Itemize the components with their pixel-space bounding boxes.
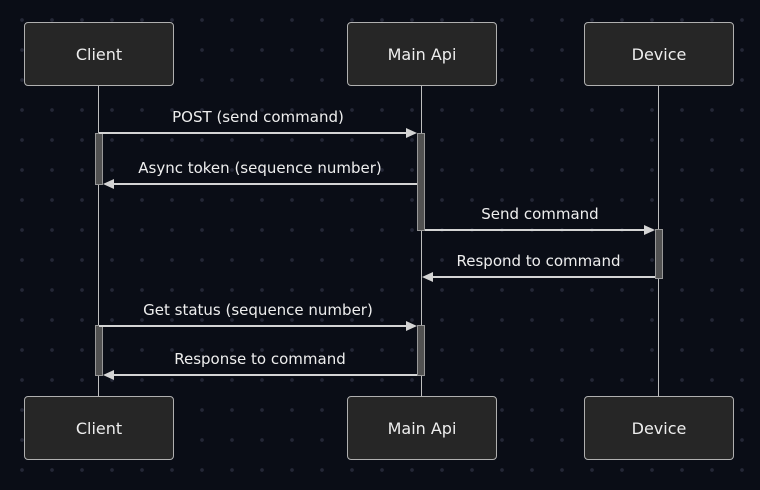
message-get-status: Get status (sequence number) bbox=[99, 299, 417, 331]
message-async-token: Async token (sequence number) bbox=[103, 157, 417, 189]
actor-label: Main Api bbox=[387, 44, 457, 64]
message-label: Response to command bbox=[174, 350, 346, 368]
actor-label: Client bbox=[75, 418, 123, 438]
message-respond-to-command: Respond to command bbox=[422, 250, 655, 282]
actor-box-device-bottom: Device bbox=[584, 396, 734, 460]
arrowhead-left-icon bbox=[422, 272, 433, 282]
message-label: Send command bbox=[481, 205, 599, 223]
activation-bar-main-api-1 bbox=[417, 133, 425, 231]
message-response-to-command: Response to command bbox=[103, 348, 417, 380]
message-line bbox=[99, 132, 408, 134]
actor-label: Main Api bbox=[387, 418, 457, 438]
message-label: Async token (sequence number) bbox=[138, 159, 382, 177]
actor-box-client-top: Client bbox=[24, 22, 174, 86]
actor-label: Device bbox=[631, 418, 687, 438]
actor-box-client-bottom: Client bbox=[24, 396, 174, 460]
message-post-send-command: POST (send command) bbox=[99, 106, 417, 138]
arrowhead-right-icon bbox=[406, 128, 417, 138]
message-line bbox=[425, 229, 646, 231]
actor-label: Client bbox=[75, 44, 123, 64]
message-line bbox=[112, 183, 417, 185]
message-send-command: Send command bbox=[425, 203, 655, 235]
message-label: Get status (sequence number) bbox=[143, 301, 373, 319]
activation-bar-client-2 bbox=[95, 325, 103, 376]
lifeline-client bbox=[98, 86, 99, 396]
message-line bbox=[112, 374, 417, 376]
lifeline-main-api bbox=[421, 86, 422, 396]
arrowhead-right-icon bbox=[406, 321, 417, 331]
actor-box-main-api-top: Main Api bbox=[347, 22, 497, 86]
arrowhead-right-icon bbox=[644, 225, 655, 235]
message-line bbox=[99, 325, 408, 327]
arrowhead-left-icon bbox=[103, 179, 114, 189]
message-label: POST (send command) bbox=[172, 108, 344, 126]
activation-bar-client-1 bbox=[95, 133, 103, 185]
actor-label: Device bbox=[631, 44, 687, 64]
activation-bar-device-1 bbox=[655, 229, 663, 279]
message-label: Respond to command bbox=[456, 252, 621, 270]
activation-bar-main-api-2 bbox=[417, 325, 425, 376]
message-line bbox=[431, 276, 655, 278]
actor-box-device-top: Device bbox=[584, 22, 734, 86]
actor-box-main-api-bottom: Main Api bbox=[347, 396, 497, 460]
arrowhead-left-icon bbox=[103, 370, 114, 380]
